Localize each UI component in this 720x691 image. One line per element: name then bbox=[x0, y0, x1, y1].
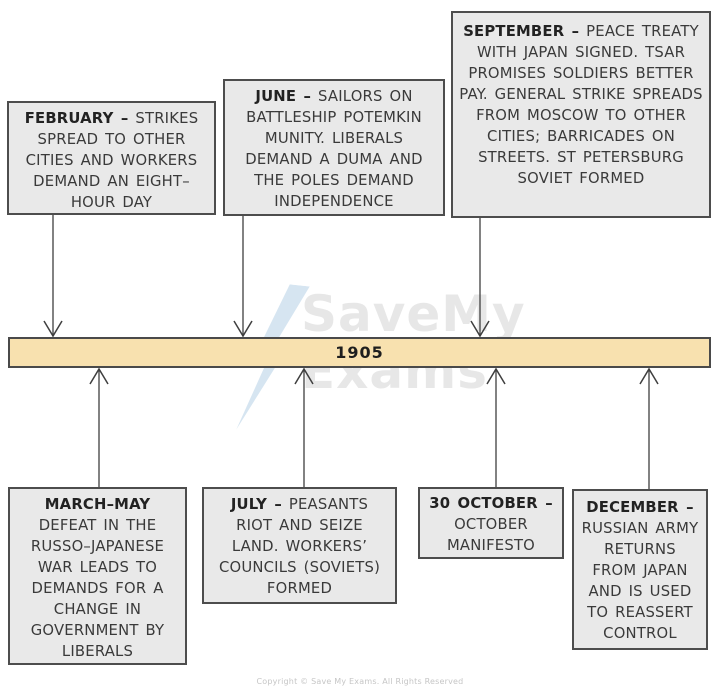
arrow-december-up bbox=[639, 367, 659, 489]
event-box-october: 30 OCTOBER – OCTOBER MANIFESTO bbox=[418, 487, 564, 559]
year-label: 1905 bbox=[335, 343, 384, 362]
event-box-february: FEBRUARY – STRIKES SPREAD TO OTHER CITIE… bbox=[7, 101, 216, 215]
event-box-july: JULY – PEASANTS RIOT AND SEIZE LAND. WOR… bbox=[202, 487, 397, 604]
event-box-december: DECEMBER – RUSSIAN ARMY RETURNS FROM JAP… bbox=[572, 489, 708, 650]
event-heading-october: 30 OCTOBER – bbox=[429, 495, 553, 512]
event-box-september: SEPTEMBER – PEACE TREATY WITH JAPAN SIGN… bbox=[451, 11, 711, 218]
arrow-february-down bbox=[43, 215, 63, 338]
event-heading-february: FEBRUARY – bbox=[24, 110, 129, 127]
event-heading-september: SEPTEMBER – bbox=[463, 23, 580, 40]
event-heading-july: JULY – bbox=[230, 496, 282, 513]
event-body-july: PEASANTS RIOT AND SEIZE LAND. WORKERS’ C… bbox=[218, 496, 381, 597]
event-box-june: JUNE – SAILORS ON BATTLESHIP POTEMKIN MU… bbox=[223, 79, 445, 216]
event-heading-march-may: MARCH–MAY bbox=[44, 496, 151, 513]
arrow-march-may-up bbox=[89, 367, 109, 487]
event-heading-june: JUNE – bbox=[255, 88, 312, 105]
watermark-line1: SaveMy bbox=[301, 285, 526, 343]
copyright-text: Copyright © Save My Exams. All Rights Re… bbox=[256, 677, 464, 686]
watermark: SaveMy Exams bbox=[301, 286, 526, 400]
event-body-march-may: DEFEAT IN THE RUSSO–JAPANESE WAR LEADS T… bbox=[30, 517, 165, 660]
event-body-december: RUSSIAN ARMY RETURNS FROM JAPAN AND IS U… bbox=[581, 520, 699, 642]
event-body-october: OCTOBER MANIFESTO bbox=[446, 516, 536, 554]
event-body-february: STRIKES SPREAD TO OTHER CITIES AND WORKE… bbox=[25, 110, 199, 211]
timeline-bar: 1905 bbox=[8, 337, 711, 368]
event-box-march-may: MARCH–MAY DEFEAT IN THE RUSSO–JAPANESE W… bbox=[8, 487, 187, 665]
event-body-june: SAILORS ON BATTLESHIP POTEMKIN MUNITY. L… bbox=[245, 88, 423, 210]
event-heading-december: DECEMBER – bbox=[586, 499, 694, 516]
event-body-september: PEACE TREATY WITH JAPAN SIGNED. TSAR PRO… bbox=[459, 23, 703, 187]
